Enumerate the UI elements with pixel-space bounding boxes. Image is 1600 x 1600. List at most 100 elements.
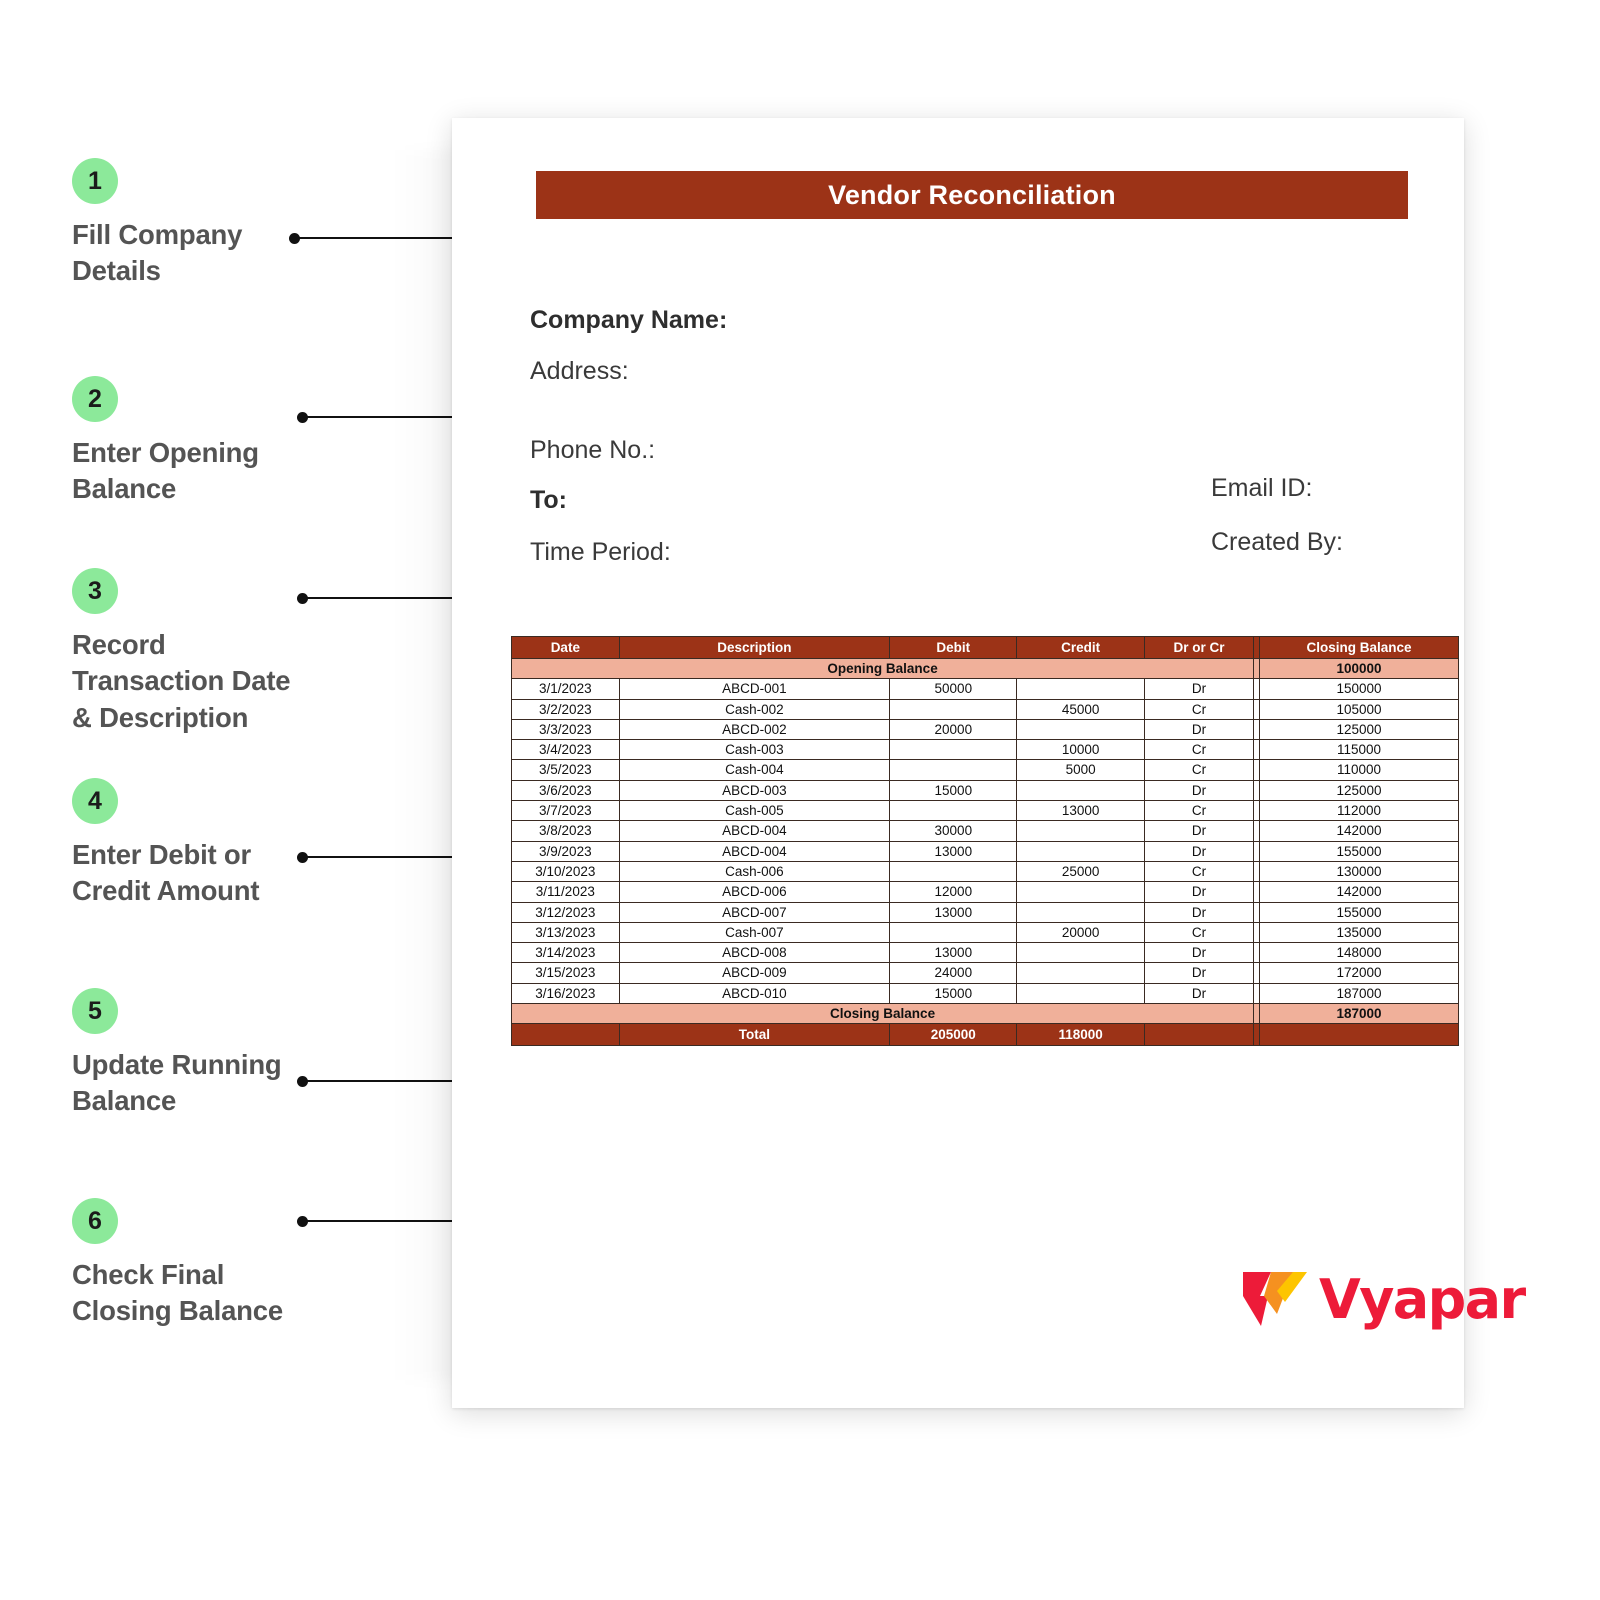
transaction-debit <box>889 739 1018 761</box>
transaction-date: 3/12/2023 <box>511 901 620 923</box>
transaction-description: Cash-007 <box>618 921 891 944</box>
transaction-closing-balance: 115000 <box>1259 739 1459 761</box>
transaction-dr-or-cr: Dr <box>1143 718 1255 741</box>
transaction-credit: 25000 <box>1016 860 1145 883</box>
step-4-label: Enter Debit or Credit Amount <box>72 839 260 907</box>
transaction-dr-or-cr: Cr <box>1143 800 1255 822</box>
totals-debit: 205000 <box>889 1023 1018 1047</box>
transaction-debit: 13000 <box>889 901 1018 923</box>
steps-panel: 1 Fill Company Details 2 Enter Opening B… <box>0 0 440 1600</box>
transaction-closing-balance: 112000 <box>1259 800 1459 822</box>
document-sheet: Vendor Reconciliation Company Name: Addr… <box>452 118 1526 1408</box>
transaction-credit <box>1016 942 1145 964</box>
step-5-label: Update Running Balance <box>72 1049 282 1117</box>
transaction-description: ABCD-004 <box>618 840 891 862</box>
transaction-credit: 10000 <box>1016 739 1145 761</box>
transaction-description: Cash-004 <box>618 759 891 781</box>
transaction-date: 3/1/2023 <box>511 678 620 700</box>
transaction-debit <box>889 921 1018 944</box>
step-4-badge: 4 <box>72 778 118 824</box>
transaction-dr-or-cr: Dr <box>1143 962 1255 984</box>
transaction-date: 3/16/2023 <box>511 982 620 1005</box>
table-header-row: Date Description Debit Credit Dr or Cr C… <box>511 636 1459 659</box>
col-header-closing-balance: Closing Balance <box>1259 636 1459 659</box>
transaction-date: 3/4/2023 <box>511 739 620 761</box>
transaction-credit: 45000 <box>1016 698 1145 720</box>
totals-blank <box>511 1023 620 1047</box>
transaction-description: Cash-005 <box>618 800 891 822</box>
to-label: To: <box>530 486 568 514</box>
transaction-date: 3/11/2023 <box>511 881 620 903</box>
created-by-label: Created By: <box>1211 528 1344 556</box>
transaction-closing-balance: 172000 <box>1259 962 1459 984</box>
col-header-description: Description <box>618 636 891 659</box>
transaction-credit <box>1016 982 1145 1005</box>
transaction-debit <box>889 860 1018 883</box>
totals-row: Total 205000 118000 <box>511 1023 1459 1047</box>
step-6: 6 Check Final Closing Balance <box>72 1198 372 1330</box>
transaction-credit: 5000 <box>1016 759 1145 781</box>
step-1-badge: 1 <box>72 158 118 204</box>
step-2-label: Enter Opening Balance <box>72 437 259 505</box>
transaction-dr-or-cr: Dr <box>1143 942 1255 964</box>
company-name-label: Company Name: <box>530 306 728 334</box>
transaction-dr-or-cr: Cr <box>1143 698 1255 720</box>
transaction-closing-balance: 142000 <box>1259 820 1459 842</box>
vyapar-mark-icon <box>1243 1272 1307 1326</box>
transaction-closing-balance: 187000 <box>1259 982 1459 1005</box>
transaction-closing-balance: 142000 <box>1259 881 1459 903</box>
transaction-description: ABCD-009 <box>618 962 891 984</box>
transaction-date: 3/13/2023 <box>511 921 620 944</box>
transaction-credit: 20000 <box>1016 921 1145 944</box>
closing-balance-value: 187000 <box>1259 1003 1459 1025</box>
transaction-description: Cash-006 <box>618 860 891 883</box>
transaction-credit <box>1016 901 1145 923</box>
ledger-table: Date Description Debit Credit Dr or Cr C… <box>510 636 1459 1047</box>
step-1-label: Fill Company Details <box>72 219 243 287</box>
opening-balance-value: 100000 <box>1259 657 1459 680</box>
transaction-debit: 30000 <box>889 820 1018 842</box>
transaction-debit: 13000 <box>889 840 1018 862</box>
closing-balance-row: Closing Balance 187000 <box>510 1003 1459 1025</box>
transaction-dr-or-cr: Dr <box>1143 779 1255 802</box>
transaction-credit <box>1016 779 1145 802</box>
transaction-credit <box>1016 820 1145 842</box>
opening-balance-row: Opening Balance 100000 <box>510 657 1459 680</box>
step-3: 3 Record Transaction Date & Description <box>72 568 372 736</box>
document-title: Vendor Reconciliation <box>536 171 1408 219</box>
transaction-dr-or-cr: Dr <box>1143 840 1255 862</box>
transaction-date: 3/15/2023 <box>511 962 620 984</box>
transaction-description: ABCD-007 <box>618 901 891 923</box>
transaction-credit: 13000 <box>1016 800 1145 822</box>
opening-balance-label: Opening Balance <box>510 657 1255 680</box>
phone-label: Phone No.: <box>530 436 656 464</box>
step-6-badge: 6 <box>72 1198 118 1244</box>
col-header-credit: Credit <box>1016 636 1145 659</box>
transaction-date: 3/9/2023 <box>511 840 620 862</box>
transaction-description: ABCD-006 <box>618 881 891 903</box>
transaction-description: Cash-002 <box>618 698 891 720</box>
transaction-credit <box>1016 718 1145 741</box>
step-5: 5 Update Running Balance <box>72 988 372 1120</box>
transaction-credit <box>1016 678 1145 700</box>
totals-drcr <box>1143 1023 1255 1047</box>
col-header-date: Date <box>511 636 620 659</box>
transaction-dr-or-cr: Cr <box>1143 921 1255 944</box>
email-id-label: Email ID: <box>1211 474 1313 502</box>
transaction-credit <box>1016 962 1145 984</box>
time-period-label: Time Period: <box>530 538 671 566</box>
totals-label: Total <box>618 1023 891 1047</box>
transaction-debit: 20000 <box>889 718 1018 741</box>
transaction-description: ABCD-010 <box>618 982 891 1005</box>
transaction-date: 3/7/2023 <box>511 800 620 822</box>
transaction-closing-balance: 155000 <box>1259 840 1459 862</box>
transaction-closing-balance: 148000 <box>1259 942 1459 964</box>
